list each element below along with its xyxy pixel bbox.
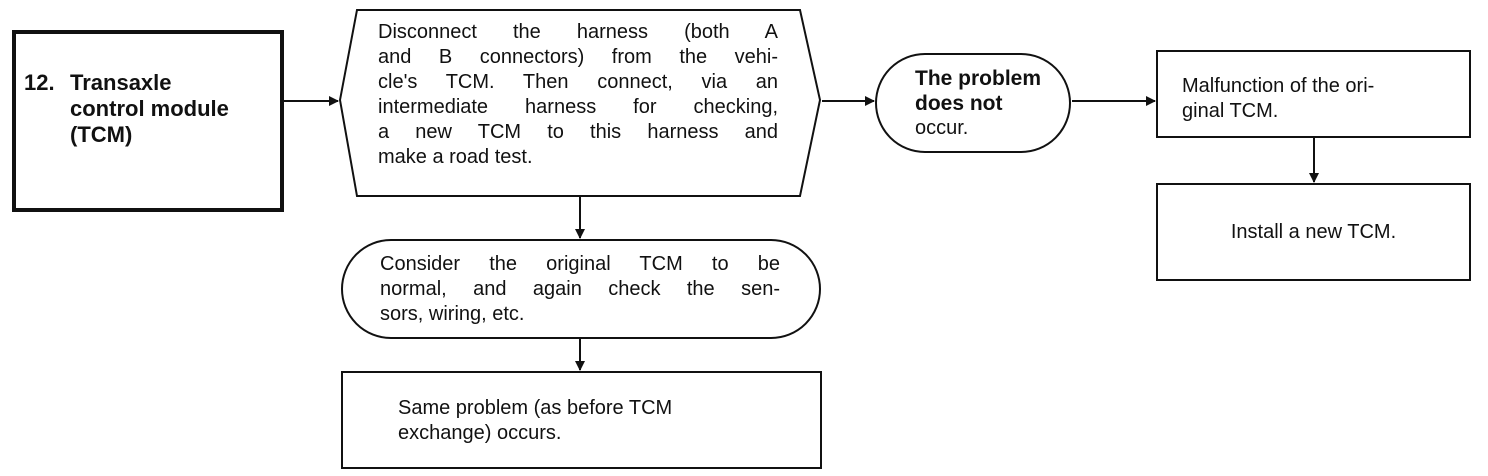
consider-line-1: Consider the original TCM to be — [380, 253, 780, 275]
no-problem-line-2: does not — [915, 92, 1003, 115]
install-box — [1156, 183, 1471, 281]
start-box — [12, 30, 284, 212]
same-problem-box — [341, 371, 822, 469]
consider-line-3: sors, wiring, etc. — [380, 303, 525, 325]
check-line-5: a new TCM to this harness and — [378, 121, 778, 143]
start-line-2: control module — [70, 96, 229, 121]
no-problem-line-1: The problem — [915, 67, 1042, 90]
start-box-text: 12. Transaxle control module (TCM) — [24, 70, 282, 148]
install-label: Install a new TCM. — [1230, 221, 1397, 243]
malfunction-line-1: Malfunction of the ori- — [1182, 75, 1375, 97]
start-step-number: 12. — [24, 70, 55, 95]
install-text: Install a new TCM. — [1157, 220, 1470, 245]
no-problem-line-3: occur. — [915, 117, 969, 139]
check-line-3: cle's TCM. Then connect, via an — [378, 71, 778, 93]
malfunction-line-2: ginal TCM. — [1182, 100, 1279, 122]
start-line-3: (TCM) — [70, 122, 133, 147]
no-problem-text: The problem does not occur. — [915, 66, 1065, 141]
check-line-1: Disconnect the harness (both A — [378, 21, 778, 43]
same-problem-line-1: Same problem (as before TCM — [398, 397, 673, 419]
check-line-6: make a road test. — [378, 146, 533, 168]
same-problem-text: Same problem (as before TCM exchange) oc… — [398, 396, 798, 446]
check-line-2: and B connectors) from the vehi- — [378, 46, 778, 68]
consider-normal-text: Consider the original TCM to be normal, … — [380, 252, 780, 327]
check-line-4: intermediate harness for checking, — [378, 96, 778, 118]
consider-line-2: normal, and again check the sen- — [380, 278, 780, 300]
result-no-problem-terminal — [875, 53, 1071, 153]
check-step-hexagon — [338, 9, 822, 197]
check-step-text: Disconnect the harness (both A and B con… — [378, 20, 778, 170]
same-problem-line-2: exchange) occurs. — [398, 422, 562, 444]
start-line-1: Transaxle — [70, 70, 172, 95]
malfunction-text: Malfunction of the ori- ginal TCM. — [1182, 74, 1462, 124]
